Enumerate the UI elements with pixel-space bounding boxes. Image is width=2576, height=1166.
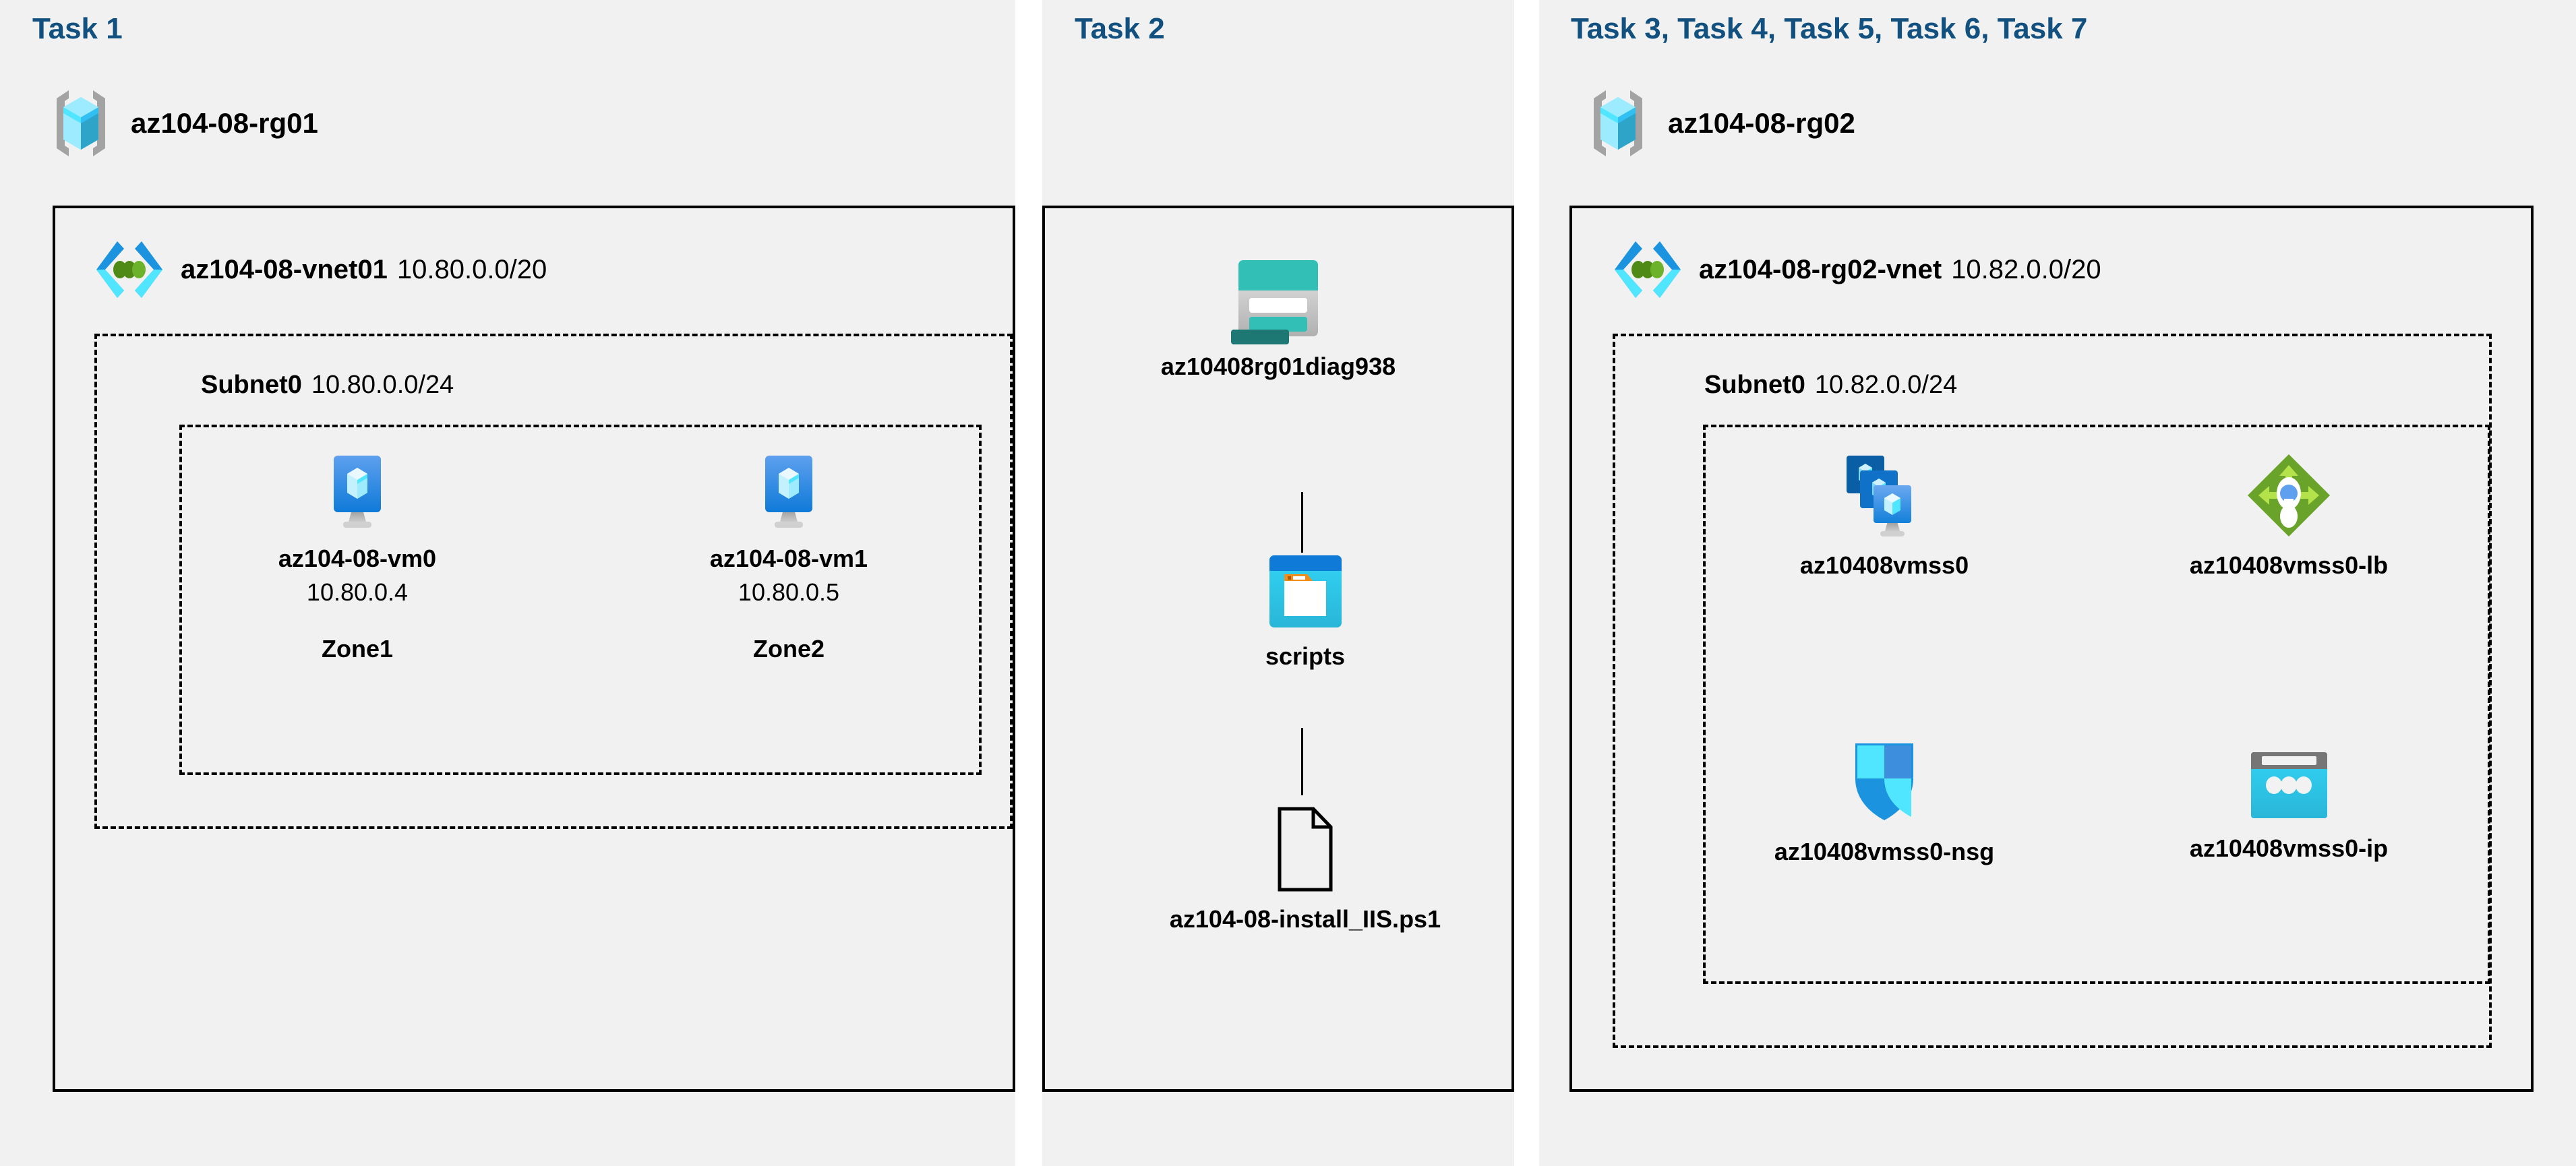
- connector-scripts-to-file: [1301, 728, 1303, 795]
- resource-group-icon: [49, 86, 113, 160]
- vm-node-az104-08-vm1[interactable]: az104-08-vm1 10.80.0.5 Zone2: [688, 452, 890, 663]
- file-node[interactable]: az104-08-install_IIS.ps1: [1170, 805, 1441, 933]
- subnet0-name-col1: Subnet0: [201, 371, 302, 399]
- subnet0-header-col1: Subnet0 10.80.0.0/24: [201, 371, 454, 400]
- vm0-label: az104-08-vm0: [278, 545, 437, 572]
- storage-account-icon-bar-dark: [1231, 330, 1289, 344]
- subnet0-name-col3: Subnet0: [1704, 371, 1805, 399]
- storage-account-node[interactable]: az10408rg01diag938: [1161, 256, 1396, 381]
- vm0-zone: Zone1: [321, 635, 393, 663]
- subnet0-header-col3: Subnet0 10.82.0.0/24: [1704, 371, 1957, 400]
- resources-boundary-col3: [1703, 425, 2490, 984]
- blob-container-label: scripts: [1265, 642, 1346, 670]
- vm0-ip: 10.80.0.4: [306, 578, 409, 606]
- zones-boundary-col1: [179, 425, 982, 775]
- task1-title: Task 1: [32, 12, 123, 45]
- subnet0-cidr-col1: 10.80.0.0/24: [311, 371, 454, 399]
- resource-group-rg01-label: az104-08-rg01: [131, 107, 318, 139]
- connector-storage-to-scripts: [1301, 492, 1303, 553]
- vnet01-boundary: [53, 206, 1015, 1092]
- rg02-vnet-name: az104-08-rg02-vnet: [1699, 254, 1942, 284]
- public-ip-node[interactable]: az10408vmss0-ip: [2184, 748, 2393, 863]
- blob-container-node[interactable]: scripts: [1204, 553, 1406, 671]
- load-balancer-node[interactable]: az10408vmss0-lb: [2184, 452, 2393, 580]
- public-ip-label: az10408vmss0-ip: [2189, 834, 2389, 862]
- virtual-machine-icon: [320, 452, 394, 532]
- blob-container-icon: [1267, 553, 1344, 630]
- resource-group-rg02: az104-08-rg02: [1586, 86, 1855, 160]
- subnet0-cidr-col3: 10.82.0.0/24: [1814, 371, 1958, 399]
- subnet0-boundary-col1: [94, 334, 1013, 829]
- vmss-node[interactable]: az10408vmss0: [1780, 452, 1989, 580]
- vm1-label: az104-08-vm1: [709, 545, 868, 572]
- vm1-zone: Zone2: [752, 635, 825, 663]
- load-balancer-icon: [2245, 452, 2333, 539]
- subnet0-boundary-col3: [1613, 334, 2492, 1048]
- rg02-vnet-boundary: [1569, 206, 2534, 1092]
- task2-title: Task 2: [1075, 12, 1165, 45]
- vnet01-name: az104-08-vnet01: [181, 254, 388, 284]
- storage-account-label: az10408rg01diag938: [1160, 352, 1396, 380]
- file-icon: [1273, 805, 1338, 893]
- vmss-label: az10408vmss0: [1799, 551, 1969, 579]
- rg02-vnet-cidr: 10.82.0.0/20: [1951, 254, 2101, 284]
- resource-group-icon: [1586, 86, 1650, 160]
- public-ip-address-icon: [2247, 748, 2331, 822]
- virtual-network-icon: [94, 237, 164, 302]
- vnet01-header: az104-08-vnet01 10.80.0.0/20: [94, 237, 547, 302]
- virtual-network-icon: [1613, 237, 1683, 302]
- vm-scale-set-icon: [1837, 452, 1931, 539]
- task3to7-title: Task 3, Task 4, Task 5, Task 6, Task 7: [1571, 12, 2088, 45]
- vm-node-az104-08-vm0[interactable]: az104-08-vm0 10.80.0.4 Zone1: [256, 452, 458, 663]
- task2-boundary: [1042, 206, 1514, 1092]
- vm1-ip: 10.80.0.5: [738, 578, 840, 606]
- nsg-label: az10408vmss0-nsg: [1774, 838, 1995, 865]
- nsg-node[interactable]: az10408vmss0-nsg: [1774, 738, 1994, 866]
- resource-group-rg02-label: az104-08-rg02: [1668, 107, 1855, 139]
- resource-group-rg01: az104-08-rg01: [49, 86, 318, 160]
- network-security-group-icon: [1847, 738, 1921, 826]
- virtual-machine-icon: [752, 452, 826, 532]
- file-label: az104-08-install_IIS.ps1: [1169, 905, 1441, 933]
- task1-panel: [0, 0, 1015, 1166]
- task3to7-panel: [1539, 0, 2576, 1166]
- storage-account-icon: [1234, 256, 1322, 340]
- rg02-vnet-header: az104-08-rg02-vnet 10.82.0.0/20: [1613, 237, 2101, 302]
- vnet01-cidr: 10.80.0.0/20: [396, 254, 547, 284]
- load-balancer-label: az10408vmss0-lb: [2189, 551, 2389, 579]
